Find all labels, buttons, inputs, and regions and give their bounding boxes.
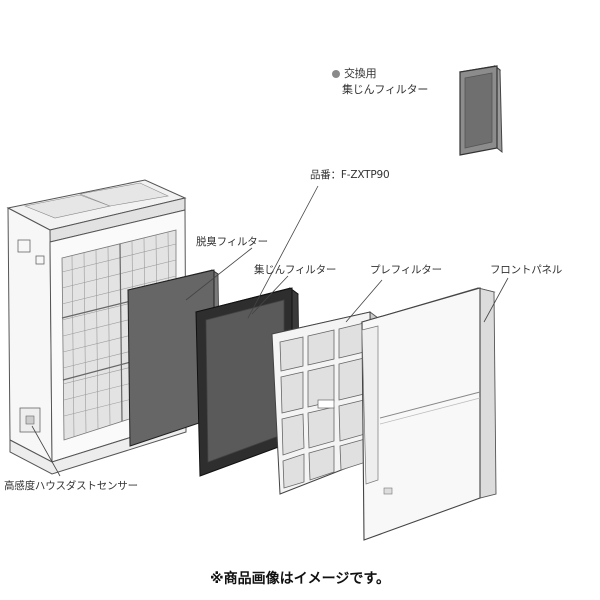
leader-deodorizing (185, 247, 253, 301)
replacement-line2: 集じんフィルター (342, 83, 429, 96)
deodorizing-filter-label: 脱臭フィルター (196, 236, 268, 248)
pre-filter-label: プレフィルター (370, 264, 442, 276)
model-number-label: 品番：F-ZXTP90 (310, 169, 390, 181)
dust-sensor-label: 高感度ハウスダストセンサー (4, 480, 138, 492)
replacement-filter-illustration (458, 64, 503, 156)
leader-model-number (247, 185, 319, 319)
front-panel-label: フロントパネル (490, 264, 563, 276)
footer-note: ※商品画像はイメージです。 (210, 571, 390, 587)
leader-sensor (31, 425, 61, 477)
dust-filter-illustration (195, 287, 301, 477)
dust-filter-label: 集じんフィルター (254, 264, 337, 276)
bullet-icon (332, 70, 340, 78)
replacement-line1: 交換用 (344, 67, 377, 80)
leader-lines (31, 185, 509, 477)
replacement-filter-label: 交換用 集じんフィルター (332, 66, 428, 98)
leader-pre (345, 279, 383, 323)
leader-front (483, 277, 509, 323)
front-panel-illustration (360, 287, 497, 541)
leader-dust (251, 275, 289, 315)
